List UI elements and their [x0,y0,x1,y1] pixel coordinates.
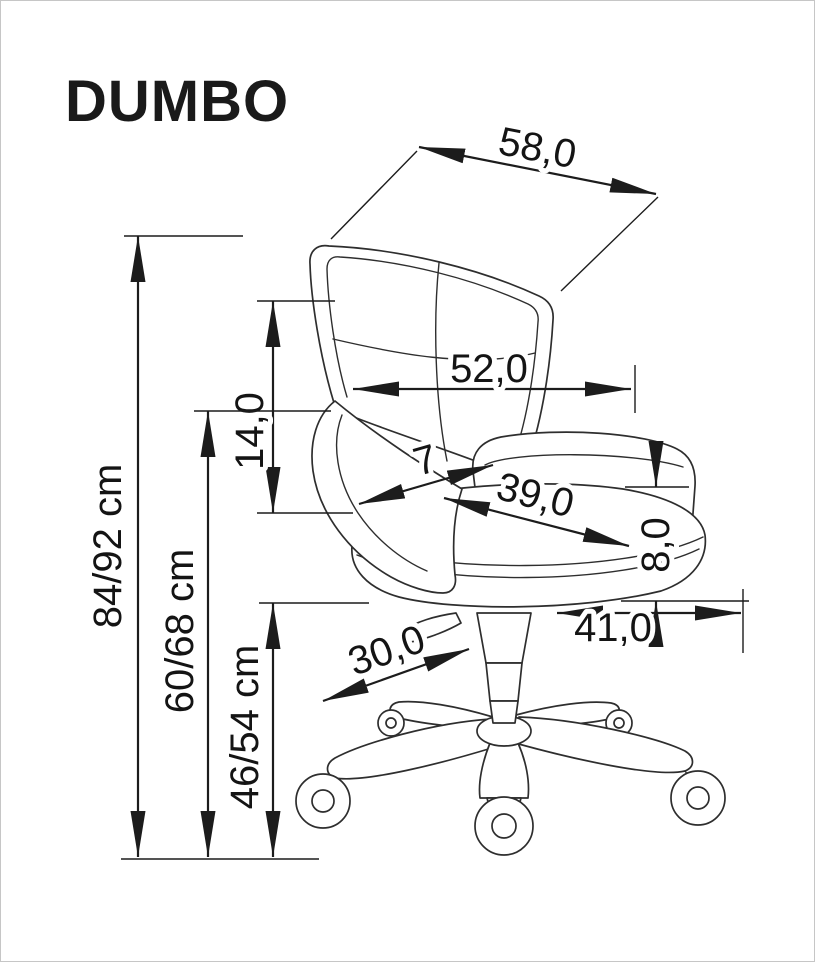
dimension-seat-width: 41,0 [557,589,744,655]
dimension-label-base-leg: 30,0 [343,617,431,684]
chair-drawing [295,244,726,856]
dimension-total-height: 84/92 cm [81,235,319,860]
caster-hub [311,789,335,813]
dimension-label-cushion-thickness: 8,0 [634,517,678,573]
dimension-armrest-height: 60/68 cm [153,410,331,857]
extension-line [560,196,659,292]
gas-lift-stem [489,700,519,724]
armrest-left-seam [335,414,428,572]
dimension-label-top-depth: 58,0 [495,119,580,177]
product-title: DUMBO [65,69,289,134]
caster-hub [686,786,710,810]
dimension-label-total-height: 84/92 cm [86,464,130,629]
gas-lift-cone [476,612,532,664]
dimension-back-to-armrest: 14,0 [223,300,353,514]
backrest-outline [309,244,554,475]
caster-hub [385,717,397,729]
dimension-line [322,647,470,703]
caster-hub [491,813,517,839]
dimension-label-seat-width: 41,0 [574,606,652,650]
base-leg-front [478,742,530,799]
dimension-line [418,145,657,196]
gas-lift-cylinder [485,662,523,702]
base-leg-left [326,718,496,780]
backrest-cross-seam [332,338,536,361]
tilt-lever [400,612,462,644]
dimension-label-armrest-height: 60/68 cm [158,549,202,714]
dimension-backrest-width: 52,0 [353,342,636,413]
backrest-center-seam [435,262,448,462]
extension-line [330,150,418,240]
dimension-label-back-to-armrest: 14,0 [228,392,272,470]
dimension-label-seat-height: 46/54 cm [223,645,267,810]
base-leg-right [514,716,694,774]
caster-hub [613,717,625,729]
dimension-label-backrest-width: 52,0 [450,347,528,391]
dimension-line [358,463,494,506]
dimension-seat-height: 46/54 cm [218,602,369,857]
dimension-line [443,496,630,548]
